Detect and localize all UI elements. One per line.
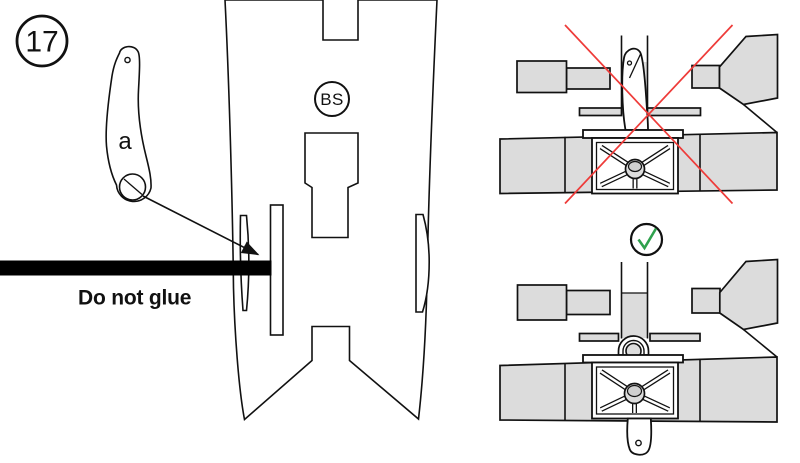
lever-wrong-outline: [621, 47, 649, 131]
left-block-wrong: [516, 60, 568, 94]
right-wing-root-correct: [718, 258, 779, 331]
cross-line-2: [564, 24, 734, 205]
part-a: a: [105, 45, 152, 203]
left-stub-wrong: [565, 67, 611, 90]
fuselage-template: BS: [224, 0, 438, 422]
push-rod-left-correct: [578, 332, 620, 342]
placement-arrow: [142, 195, 260, 256]
right-wing-root-wrong: [718, 33, 779, 106]
fin-slot-correct: [621, 293, 648, 338]
push-rod-right-correct: [649, 332, 701, 342]
step-badge-circle: [15, 14, 69, 68]
do-not-glue-note: Do not glue: [78, 287, 191, 310]
left-stub-correct: [565, 289, 611, 316]
wing-root-edge-correct: [742, 328, 778, 358]
right-stub-wrong: [691, 64, 721, 89]
slot-rectangle: [269, 204, 284, 336]
part-a-top-hole: [124, 56, 131, 64]
step-number: 17: [25, 26, 58, 59]
hub-top-wrong: [627, 160, 643, 173]
hub-top-correct: [626, 384, 643, 398]
servo-mount-wrong: [582, 129, 684, 195]
check-circle: [629, 222, 664, 257]
correct-assembly-panel: [499, 222, 779, 456]
servo-mount-correct: [582, 354, 684, 420]
wrong-assembly-panel: [499, 24, 779, 205]
control-rod: Do not glue: [0, 260, 272, 310]
part-a-pivot-slot-line: [123, 178, 143, 195]
step-badge: 17: [15, 14, 69, 68]
push-rod-right-wrong: [646, 107, 702, 117]
right-stub-correct: [691, 287, 721, 314]
mount-plate-correct: [582, 354, 684, 364]
lever-correct-position: [626, 417, 653, 456]
push-rod-left-wrong: [578, 107, 623, 117]
check-icon: [629, 222, 664, 257]
check-mark: [637, 227, 658, 251]
bs-marking: BS: [314, 81, 350, 117]
cross-icon: [564, 24, 734, 205]
mount-frame-inner: [595, 366, 675, 415]
left-block-correct: [516, 284, 568, 321]
bs-marking-circle: [314, 81, 350, 117]
fuselage-cutout: [304, 132, 359, 239]
mount-frame-inner: [595, 141, 675, 191]
wing-root-edge-wrong: [742, 103, 778, 134]
part-a-outline: [105, 45, 152, 203]
lever-hole-wrong: [626, 60, 633, 66]
lever-hole-correct: [635, 439, 642, 447]
lever-edge-line: [628, 53, 642, 79]
control-rod-bar: [0, 260, 272, 276]
bs-label: BS: [320, 90, 343, 109]
lever-correct-outline: [626, 417, 653, 456]
part-a-label: a: [118, 128, 132, 155]
right-slot-piece: [415, 213, 431, 313]
